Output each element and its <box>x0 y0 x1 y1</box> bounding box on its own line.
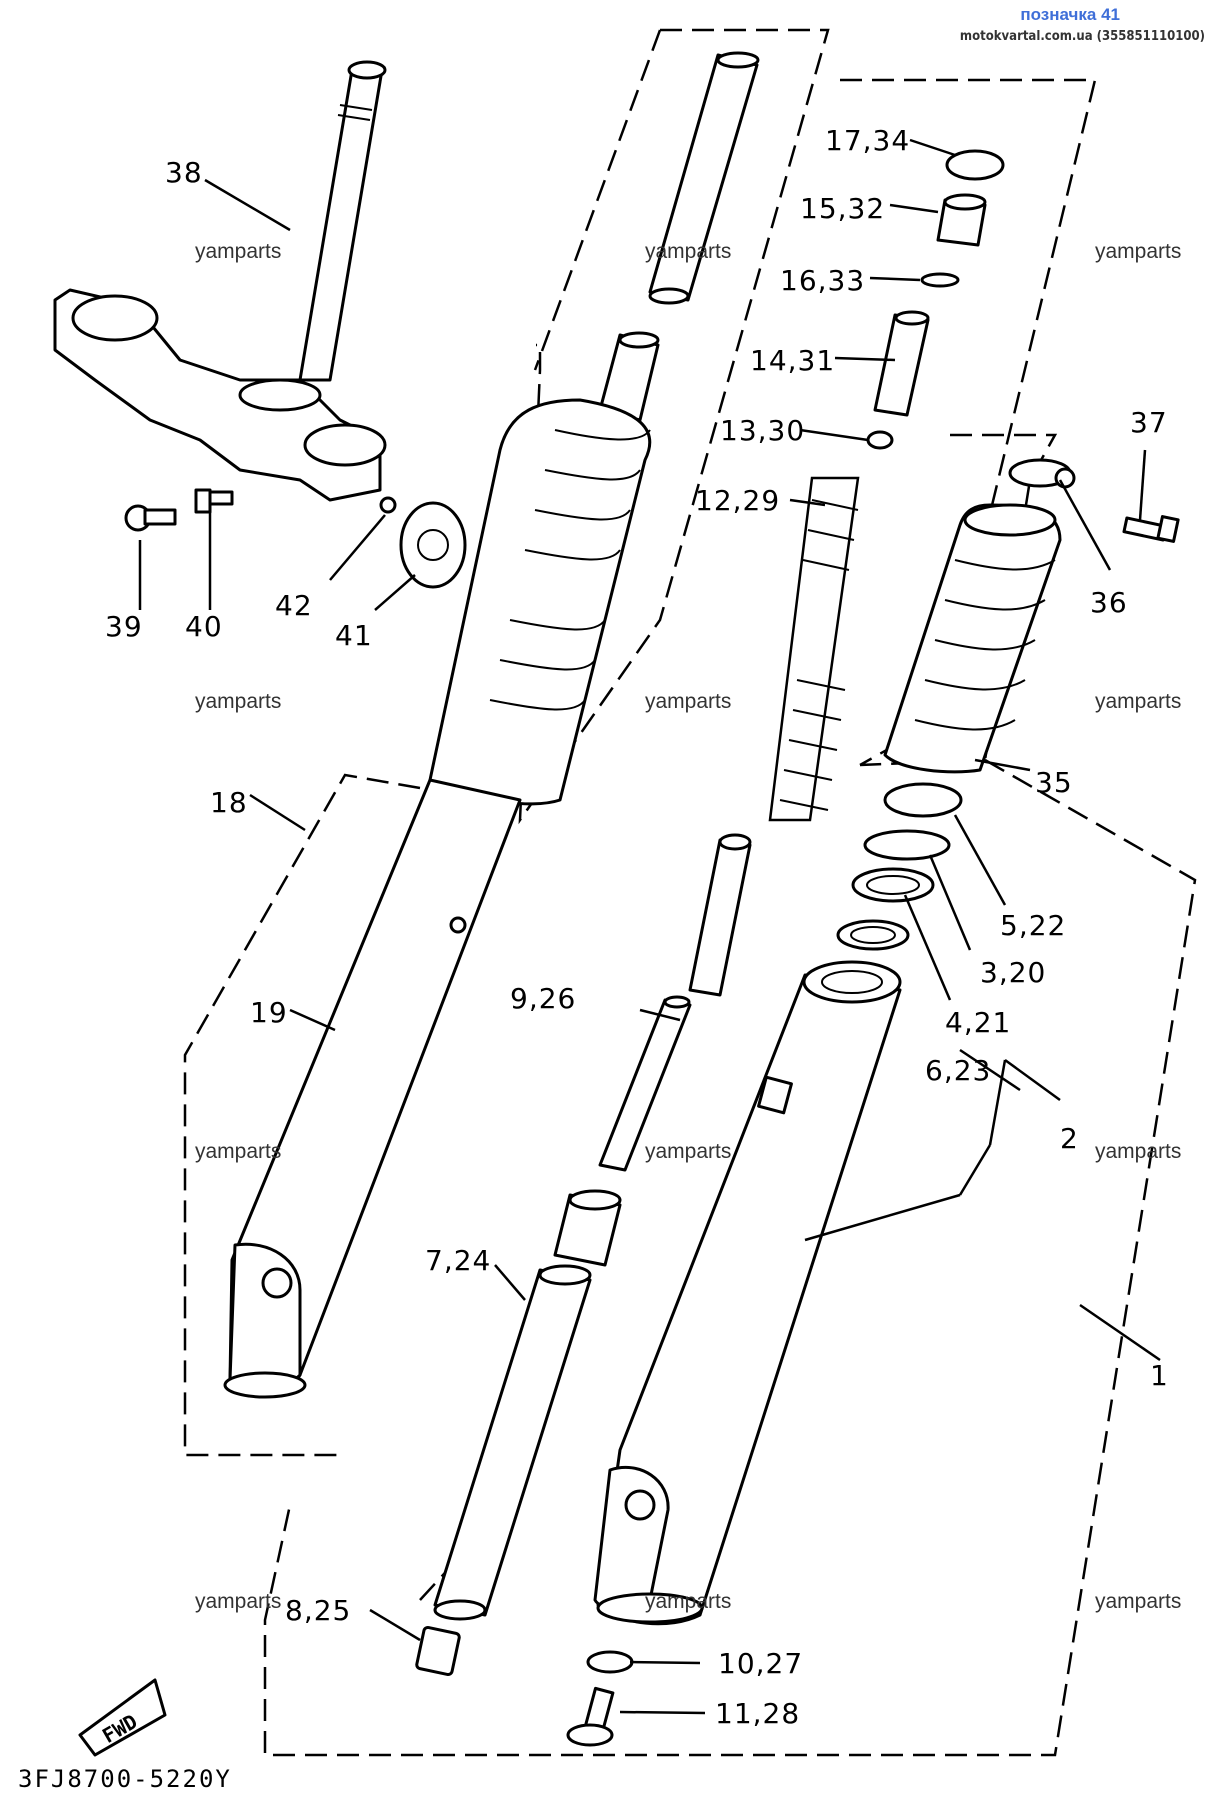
header-source: motokvartal.com.ua (355851110100) <box>960 29 1205 44</box>
watermark: yamparts <box>1095 690 1181 713</box>
callout-4-21: 4,21 <box>945 1006 1011 1039</box>
diagram-code: 3FJ8700-5220Y <box>18 1765 232 1793</box>
assembly-boundary-cap <box>840 78 1097 767</box>
dust-seal-5-22 <box>883 782 963 818</box>
steering-stem-38 <box>298 60 387 382</box>
callout-18: 18 <box>210 786 248 819</box>
callout-36: 36 <box>1090 586 1128 619</box>
callout-41: 41 <box>335 619 373 652</box>
watermark: yamparts <box>1095 1590 1181 1613</box>
bolt-37 <box>1122 515 1180 543</box>
callout-8-25: 8,25 <box>285 1594 351 1627</box>
damper-cylinder-9-26 <box>598 995 692 1172</box>
callout-37: 37 <box>1130 406 1168 439</box>
callout-42: 42 <box>275 589 313 622</box>
callout-labels: 38 39 40 42 41 17,34 15,32 16,33 14,31 1… <box>105 124 1169 1730</box>
bolt-39 <box>124 504 177 532</box>
callout-2: 2 <box>1060 1122 1079 1155</box>
watermark: yamparts <box>645 240 731 263</box>
assembly-boundary-1 <box>263 758 1197 1757</box>
callout-11-28: 11,28 <box>715 1697 800 1730</box>
washer-13-30 <box>866 430 894 450</box>
assembly-boundary-18 <box>183 773 421 1457</box>
callout-5-22: 5,22 <box>1000 909 1066 942</box>
assembly-boundary-upper-inner <box>533 29 662 371</box>
callout-6-23: 6,23 <box>925 1054 991 1087</box>
fork-spring-12-29 <box>768 476 860 822</box>
inner-tube-7-24 <box>433 1264 592 1621</box>
lower-triple-clamp <box>53 288 387 502</box>
callout-38: 38 <box>165 156 203 189</box>
damper-rod-assembly <box>688 833 752 997</box>
watermark: yamparts <box>1095 1140 1181 1163</box>
spacer-14-31 <box>873 310 930 417</box>
callout-3-20: 3,20 <box>980 956 1046 989</box>
watermark: yamparts <box>1095 240 1181 263</box>
watermark: yamparts <box>645 1140 731 1163</box>
callout-10-27: 10,27 <box>718 1647 803 1680</box>
bolt-40 <box>194 488 234 514</box>
left-fork-boot <box>428 398 652 806</box>
watermark: yamparts <box>195 690 281 713</box>
collar-8-25 <box>415 1625 461 1677</box>
header-title: позначка 41 <box>1020 5 1120 24</box>
callout-39: 39 <box>105 610 143 643</box>
watermark: yamparts <box>195 1590 281 1613</box>
inner-tube-upper <box>648 51 760 305</box>
washer-10-27 <box>586 1650 634 1674</box>
o-ring-16-33 <box>920 272 960 288</box>
callout-12-29: 12,29 <box>695 484 780 517</box>
callout-19: 19 <box>250 996 288 1029</box>
watermarks: yamparts yamparts yamparts yamparts yamp… <box>195 240 1181 1613</box>
callout-7-24: 7,24 <box>425 1244 491 1277</box>
watermark: yamparts <box>645 1590 731 1613</box>
callout-17-34: 17,34 <box>825 124 910 157</box>
cap-17-34 <box>945 149 1005 181</box>
callout-15-32: 15,32 <box>800 192 885 225</box>
clamp-36 <box>1008 458 1076 489</box>
callout-9-26: 9,26 <box>510 982 576 1015</box>
callout-40: 40 <box>185 610 223 643</box>
clip-3-20 <box>863 829 951 861</box>
left-outer-tube-19 <box>223 778 522 1399</box>
callout-16-33: 16,33 <box>780 264 865 297</box>
washer-6-23 <box>836 919 910 951</box>
fwd-arrow-icon: FWD <box>78 1678 167 1757</box>
bolt-15-32 <box>936 193 987 247</box>
left-inner-tube <box>598 331 660 422</box>
oil-lock-piece <box>553 1189 622 1267</box>
callout-35: 35 <box>1035 766 1073 799</box>
oil-seal-4-21 <box>851 867 935 903</box>
callout-14-31: 14,31 <box>750 344 835 377</box>
assembly-boundary-inner-tube <box>518 28 830 825</box>
watermark: yamparts <box>195 1140 281 1163</box>
watermark: yamparts <box>195 240 281 263</box>
watermark: yamparts <box>645 690 731 713</box>
cable-guide-41 <box>399 501 467 589</box>
callout-13-30: 13,30 <box>720 414 805 447</box>
right-outer-tube <box>593 960 902 1626</box>
right-fork-boot-35 <box>883 503 1062 774</box>
washer-42 <box>379 496 397 514</box>
drain-bolt-11-28 <box>566 1686 615 1747</box>
leader-lines <box>138 138 1161 1715</box>
callout-1: 1 <box>1150 1359 1169 1392</box>
